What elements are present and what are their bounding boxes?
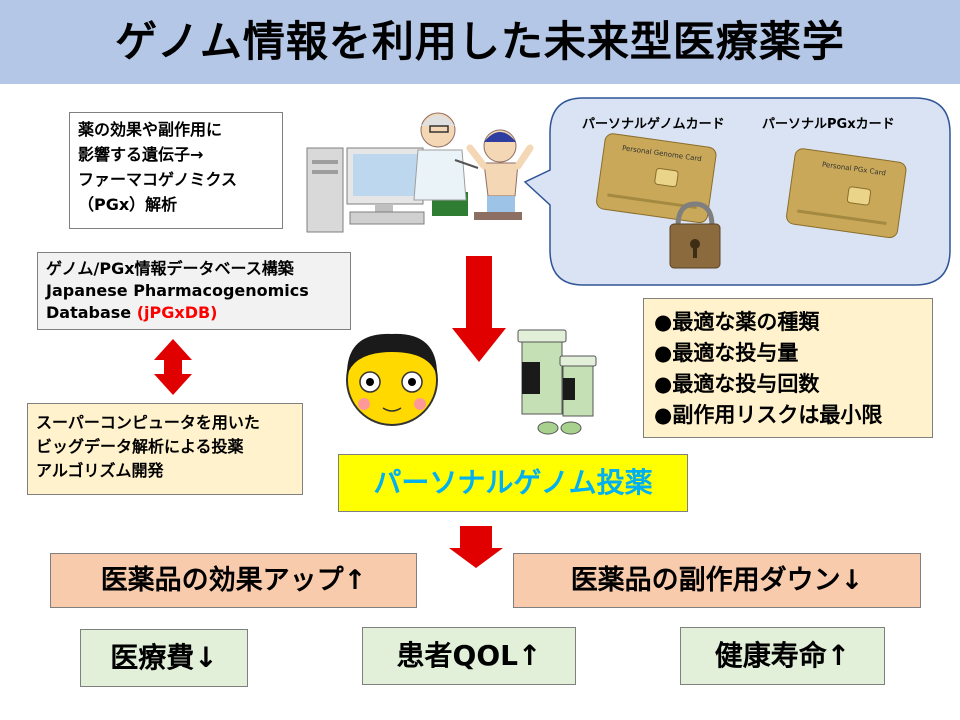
optimal-item: ●副作用リスクは最小限 [654, 403, 883, 427]
page-title: ゲノム情報を利用した未来型医療薬学 [115, 17, 845, 66]
db-line-prefix: Database [46, 303, 137, 322]
medicine-icon [517, 329, 597, 435]
optimal-item: ●最適な投与回数 [654, 372, 820, 396]
genome-card-label: パーソナルゲノムカード [582, 117, 725, 132]
db-line: Japanese Pharmacogenomics [46, 281, 309, 300]
pgx-line: 影響する遺伝子→ [78, 145, 204, 164]
face-icon [346, 333, 438, 426]
pgx-line: ファーマコゲノミクス [78, 170, 238, 189]
db-line: Database (jPGxDB) [46, 302, 342, 324]
optimal-item: ●最適な投与量 [654, 341, 799, 365]
optimal-dosing-box: ●最適な薬の種類 ●最適な投与量 ●最適な投与回数 ●副作用リスクは最小限 [643, 298, 933, 438]
medical-cost-box: 医療費↓ [80, 629, 248, 687]
sc-line: ビッグデータ解析による投薬 [36, 437, 244, 456]
down-arrow-small-icon [449, 526, 503, 568]
db-line: ゲノム/PGx情報データベース構築 [46, 259, 294, 278]
supercomputer-box: スーパーコンピュータを用いた ビッグデータ解析による投薬 アルゴリズム開発 [27, 403, 303, 495]
down-arrow-icon [452, 256, 506, 362]
pgx-card-label: パーソナルPGxカード [762, 117, 895, 132]
padlock-icon [669, 201, 721, 269]
healthy-life-box: 健康寿命↑ [680, 627, 885, 685]
sc-line: スーパーコンピュータを用いた [36, 413, 260, 432]
db-name-red: (jPGxDB) [136, 303, 218, 322]
pgx-line: （PGx）解析 [78, 195, 178, 214]
personal-genome-medication-box: パーソナルゲノム投薬 [338, 454, 688, 512]
pgx-analysis-box: 薬の効果や副作用に 影響する遺伝子→ ファーマコゲノミクス （PGx）解析 [69, 112, 283, 229]
doctor-patient-illustration [413, 112, 534, 220]
side-effect-down-box: 医薬品の副作用ダウン↓ [513, 553, 921, 608]
genome-card-icon: Personal Genome Card [596, 133, 717, 224]
patient-qol-box: 患者QOL↑ [362, 627, 576, 685]
pgx-line: 薬の効果や副作用に [78, 120, 223, 139]
pgx-card-icon: Personal PGx Card [786, 148, 907, 239]
title-bar [0, 0, 960, 84]
sc-line: アルゴリズム開発 [36, 461, 164, 480]
efficacy-up-box: 医薬品の効果アップ↑ [50, 553, 417, 608]
optimal-item: ●最適な薬の種類 [654, 310, 820, 334]
database-box: ゲノム/PGx情報データベース構築 Japanese Pharmacogenom… [37, 252, 351, 330]
double-arrow-icon [154, 339, 192, 395]
computer-icon [306, 147, 425, 233]
